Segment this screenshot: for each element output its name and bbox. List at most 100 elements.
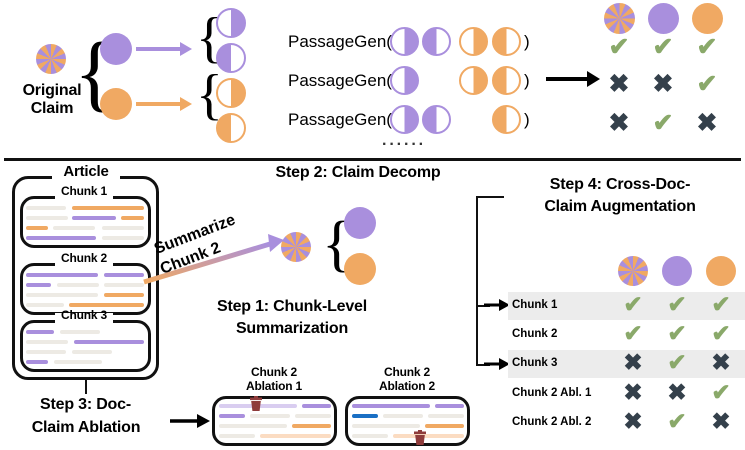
passagegen-row-2-slot-3 [459,66,488,95]
table-row-1-label: Chunk 1 [512,299,558,311]
ablation-1-trash-icon [250,396,262,411]
table-r3-c2: ✔ [667,349,687,375]
top-verdict-r2-c1: ✖ [608,70,630,98]
ablation-2-title-line1: Chunk 2 [384,365,430,379]
step4-bracket-bottom [476,364,490,366]
table-row-3-label: Chunk 3 [512,357,558,369]
step4-title-line2: Claim Augmentation [544,198,696,215]
passagegen-ellipsis: ······ [382,136,426,153]
passagegen-row-3-slot-4 [492,105,521,134]
chunk-3-lines [26,328,144,368]
step4-bracket-mid [476,305,490,307]
top-verdict-r1-c3: ✔ [696,33,718,61]
table-row-4-label: Chunk 2 Abl. 1 [512,387,592,399]
passagegen-row-1-close: ) [524,32,530,51]
ablation-1-title-line1: Chunk 2 [251,365,297,379]
ablation-1-lines [219,402,331,442]
purple-variants-brace: { [196,7,223,69]
decomp-purple-claim [344,207,376,239]
orange-expand-arrow [136,97,192,111]
table-r4-c2: ✖ [667,379,687,405]
decomp-brace: { [322,210,352,278]
table-r4-c3: ✔ [711,379,731,405]
table-r5-c2: ✔ [667,408,687,434]
passagegen-row-3-label: PassageGen( [288,110,392,129]
table-r1-c1: ✔ [623,291,643,317]
original-claim-label-line2: Claim [30,100,74,117]
ablation-2-trash-icon [414,430,426,445]
table-r3-c1: ✖ [623,349,643,375]
top-verdict-arrow [546,71,600,87]
passagegen-row-1-slot-3 [459,27,488,56]
orange-variants-brace: { [196,64,223,126]
step4-bracket-top [476,196,504,198]
passagegen-row-1-slot-2 [422,27,451,56]
orange-variant-right-half [216,78,246,108]
table-row-2-label: Chunk 2 [512,328,558,340]
table-r2-c1: ✔ [623,320,643,346]
article-title: Article [63,163,109,180]
table-row-1-highlight [508,292,745,320]
step1-title-line1: Step 1: Chunk-Level [216,298,367,315]
table-r5-c1: ✖ [623,408,643,434]
top-verdict-col-1-wheel-icon [604,3,635,34]
table-col-3-orange-icon [706,256,736,286]
step1-title-line2: Summarization [235,320,349,337]
step3-title-line2: Claim Ablation [31,419,141,436]
table-r4-c1: ✖ [623,379,643,405]
panel-divider [4,158,741,161]
table-row-chunk3-arrow [484,358,510,370]
top-verdict-r1-c2: ✔ [652,33,674,61]
passagegen-row-2-slot-1 [390,66,419,95]
table-row-chunk1-arrow [484,299,510,311]
chunk-3-title: Chunk 3 [61,308,107,322]
top-verdict-col-2-purple-icon [648,3,679,34]
article-title-mask [52,166,120,180]
subclaim-purple-circle [100,33,132,65]
decomp-orange-claim [344,253,376,285]
chunk-1-title-mask [55,189,113,201]
passagegen-row-3-slot-1 [390,105,419,134]
table-col-1-wheel-icon [618,256,648,286]
chunk-2-title: Chunk 2 [61,251,107,265]
top-verdict-r2-c2: ✖ [652,70,674,98]
step2-title: Step 2: Claim Decomp [275,164,441,181]
top-verdict-r3-c1: ✖ [608,109,630,137]
step3-connector-line [85,380,87,394]
purple-expand-arrow [136,42,192,56]
ablation-1-title-line2: Ablation 1 [245,379,302,393]
chunk-3-title-mask [55,313,113,325]
table-r3-c3: ✖ [711,349,731,375]
original-claim-brace: { [74,24,116,120]
passagegen-row-2-close: ) [524,71,530,90]
top-verdict-r2-c3: ✔ [696,70,718,98]
table-r1-c3: ✔ [711,291,731,317]
summarize-arrow [143,234,284,285]
table-r2-c3: ✔ [711,320,731,346]
step3-title-line1: Step 3: Doc- [40,396,131,413]
top-verdict-r3-c3: ✖ [696,109,718,137]
table-col-2-purple-icon [662,256,692,286]
passagegen-row-1-slot-4 [492,27,521,56]
passagegen-row-3-close: ) [524,110,530,129]
table-row-3-highlight [508,350,745,378]
purple-variant-left-half [216,43,246,73]
chunk-2-title-mask [55,256,113,268]
top-verdict-r1-c1: ✔ [608,33,630,61]
passagegen-row-3-slot-2 [422,105,451,134]
top-verdict-r3-c2: ✔ [652,109,674,137]
table-row-5-label: Chunk 2 Abl. 2 [512,416,592,428]
original-claim-wheel-icon [36,44,66,74]
passagegen-row-1-slot-1 [390,27,419,56]
passagegen-row-1-label: PassageGen( [288,32,392,51]
chunk-1-title: Chunk 1 [61,184,107,198]
passagegen-row-2-slot-4 [492,66,521,95]
orange-variant-left-half [216,113,246,143]
passagegen-row-2-label: PassageGen( [288,71,392,90]
chunk-1-lines [26,204,144,244]
top-verdict-col-3-orange-icon [692,3,723,34]
table-r2-c2: ✔ [667,320,687,346]
chunk-summary-wheel-icon [281,232,311,262]
ablation-2-lines [352,402,464,442]
